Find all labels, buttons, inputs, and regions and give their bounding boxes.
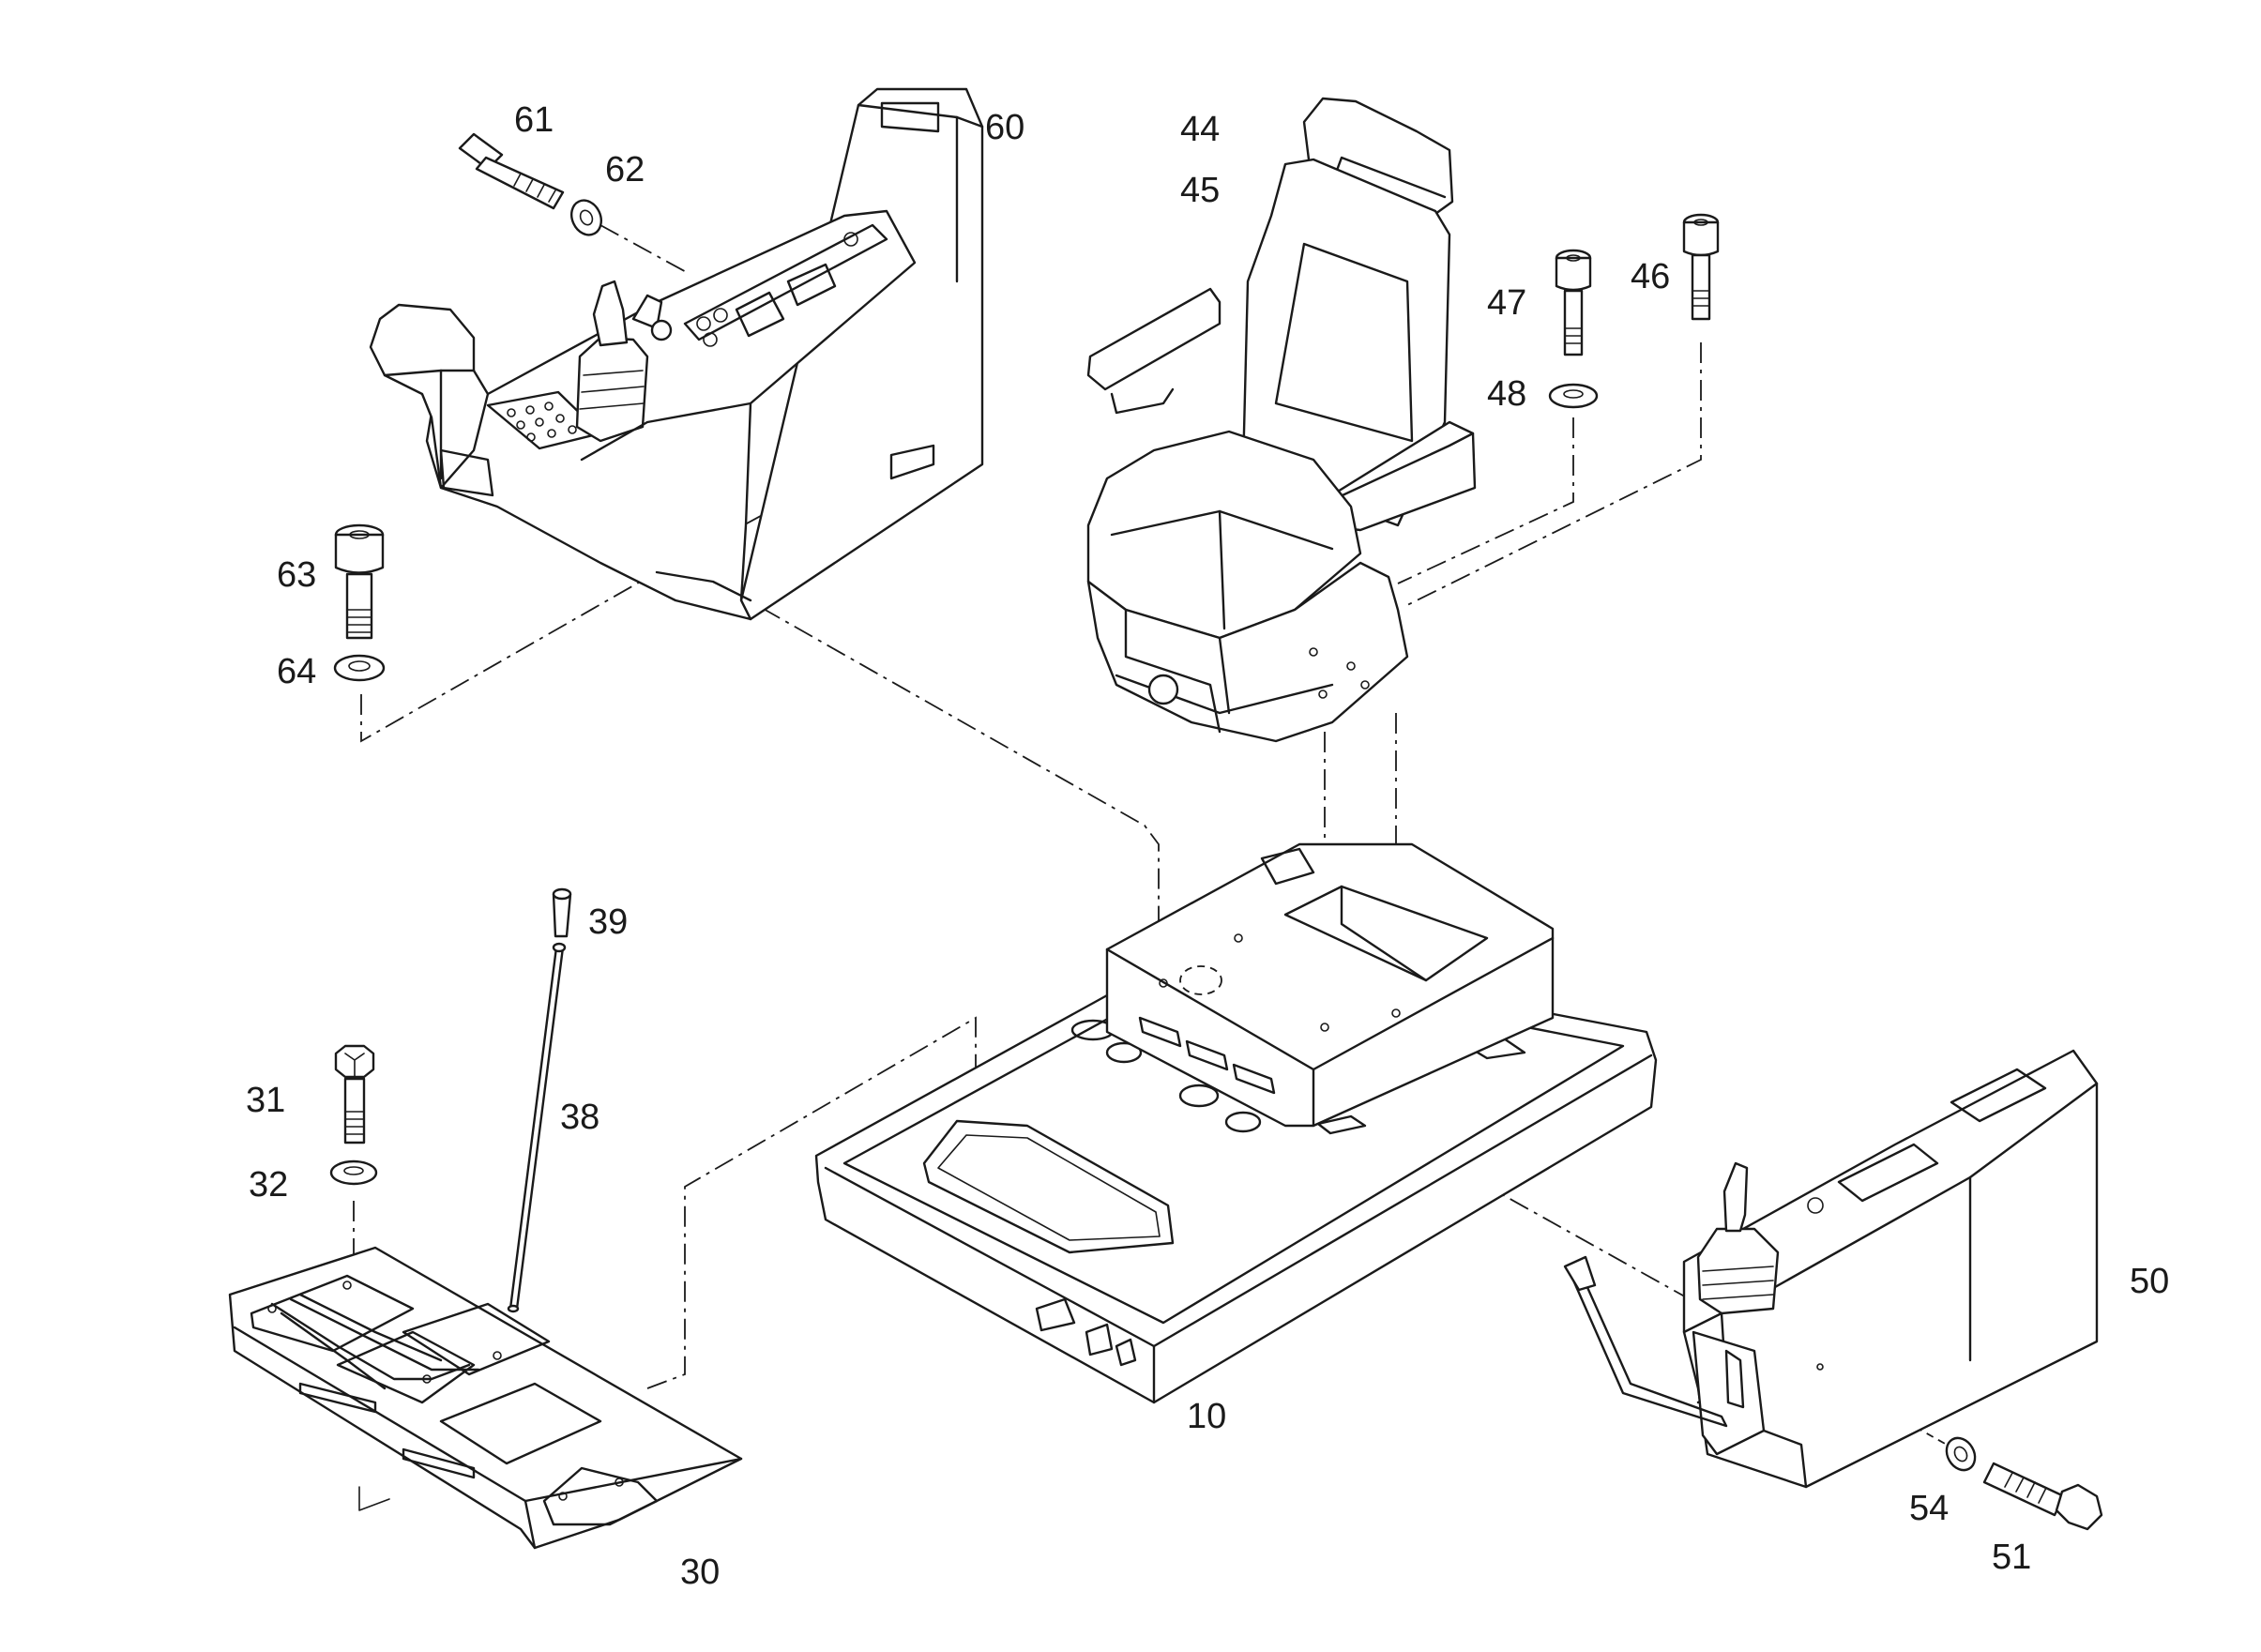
callout-48: 48: [1487, 374, 1526, 414]
hex-bolt-31: [334, 1044, 375, 1144]
callout-47: 47: [1487, 283, 1526, 323]
callout-64: 64: [277, 652, 316, 691]
callout-51: 51: [1992, 1538, 2031, 1577]
callout-39: 39: [588, 902, 628, 942]
washer-32: [329, 1159, 378, 1186]
callout-labels: 61 62 60 44 45 46 47 48 63 64 39 31 38 3…: [246, 100, 2169, 1592]
callout-50: 50: [2130, 1262, 2169, 1301]
pad-dots: [507, 402, 577, 442]
operator-seat: [1086, 97, 1477, 743]
callout-45: 45: [1180, 171, 1220, 210]
callout-38: 38: [560, 1098, 599, 1137]
rod-38: [507, 942, 567, 1313]
callout-31: 31: [246, 1081, 285, 1120]
bolt-47: [1555, 249, 1592, 356]
bolt-63: [334, 523, 385, 640]
washer-64: [333, 654, 386, 682]
callout-30: 30: [680, 1553, 720, 1592]
callout-46: 46: [1631, 257, 1670, 296]
washer-48: [1548, 383, 1599, 409]
washer-54: [1945, 1436, 1977, 1472]
hex-bolt-51: [1982, 1462, 2103, 1531]
right-control-console: [1563, 1049, 2099, 1489]
pedal-plate: [228, 1246, 743, 1550]
bolt-46: [1682, 213, 1720, 321]
callout-32: 32: [249, 1165, 288, 1205]
callout-63: 63: [277, 555, 316, 595]
callout-61: 61: [514, 100, 554, 140]
bolt-61: [458, 132, 565, 210]
cab-floor-base: [814, 842, 1658, 1404]
callout-44: 44: [1180, 110, 1220, 149]
knob-39: [552, 887, 572, 938]
callout-54: 54: [1909, 1489, 1949, 1528]
callout-10: 10: [1187, 1397, 1226, 1436]
callout-62: 62: [605, 150, 645, 189]
washer-62: [570, 199, 602, 236]
left-control-console: [369, 87, 984, 621]
callout-60: 60: [985, 108, 1024, 147]
